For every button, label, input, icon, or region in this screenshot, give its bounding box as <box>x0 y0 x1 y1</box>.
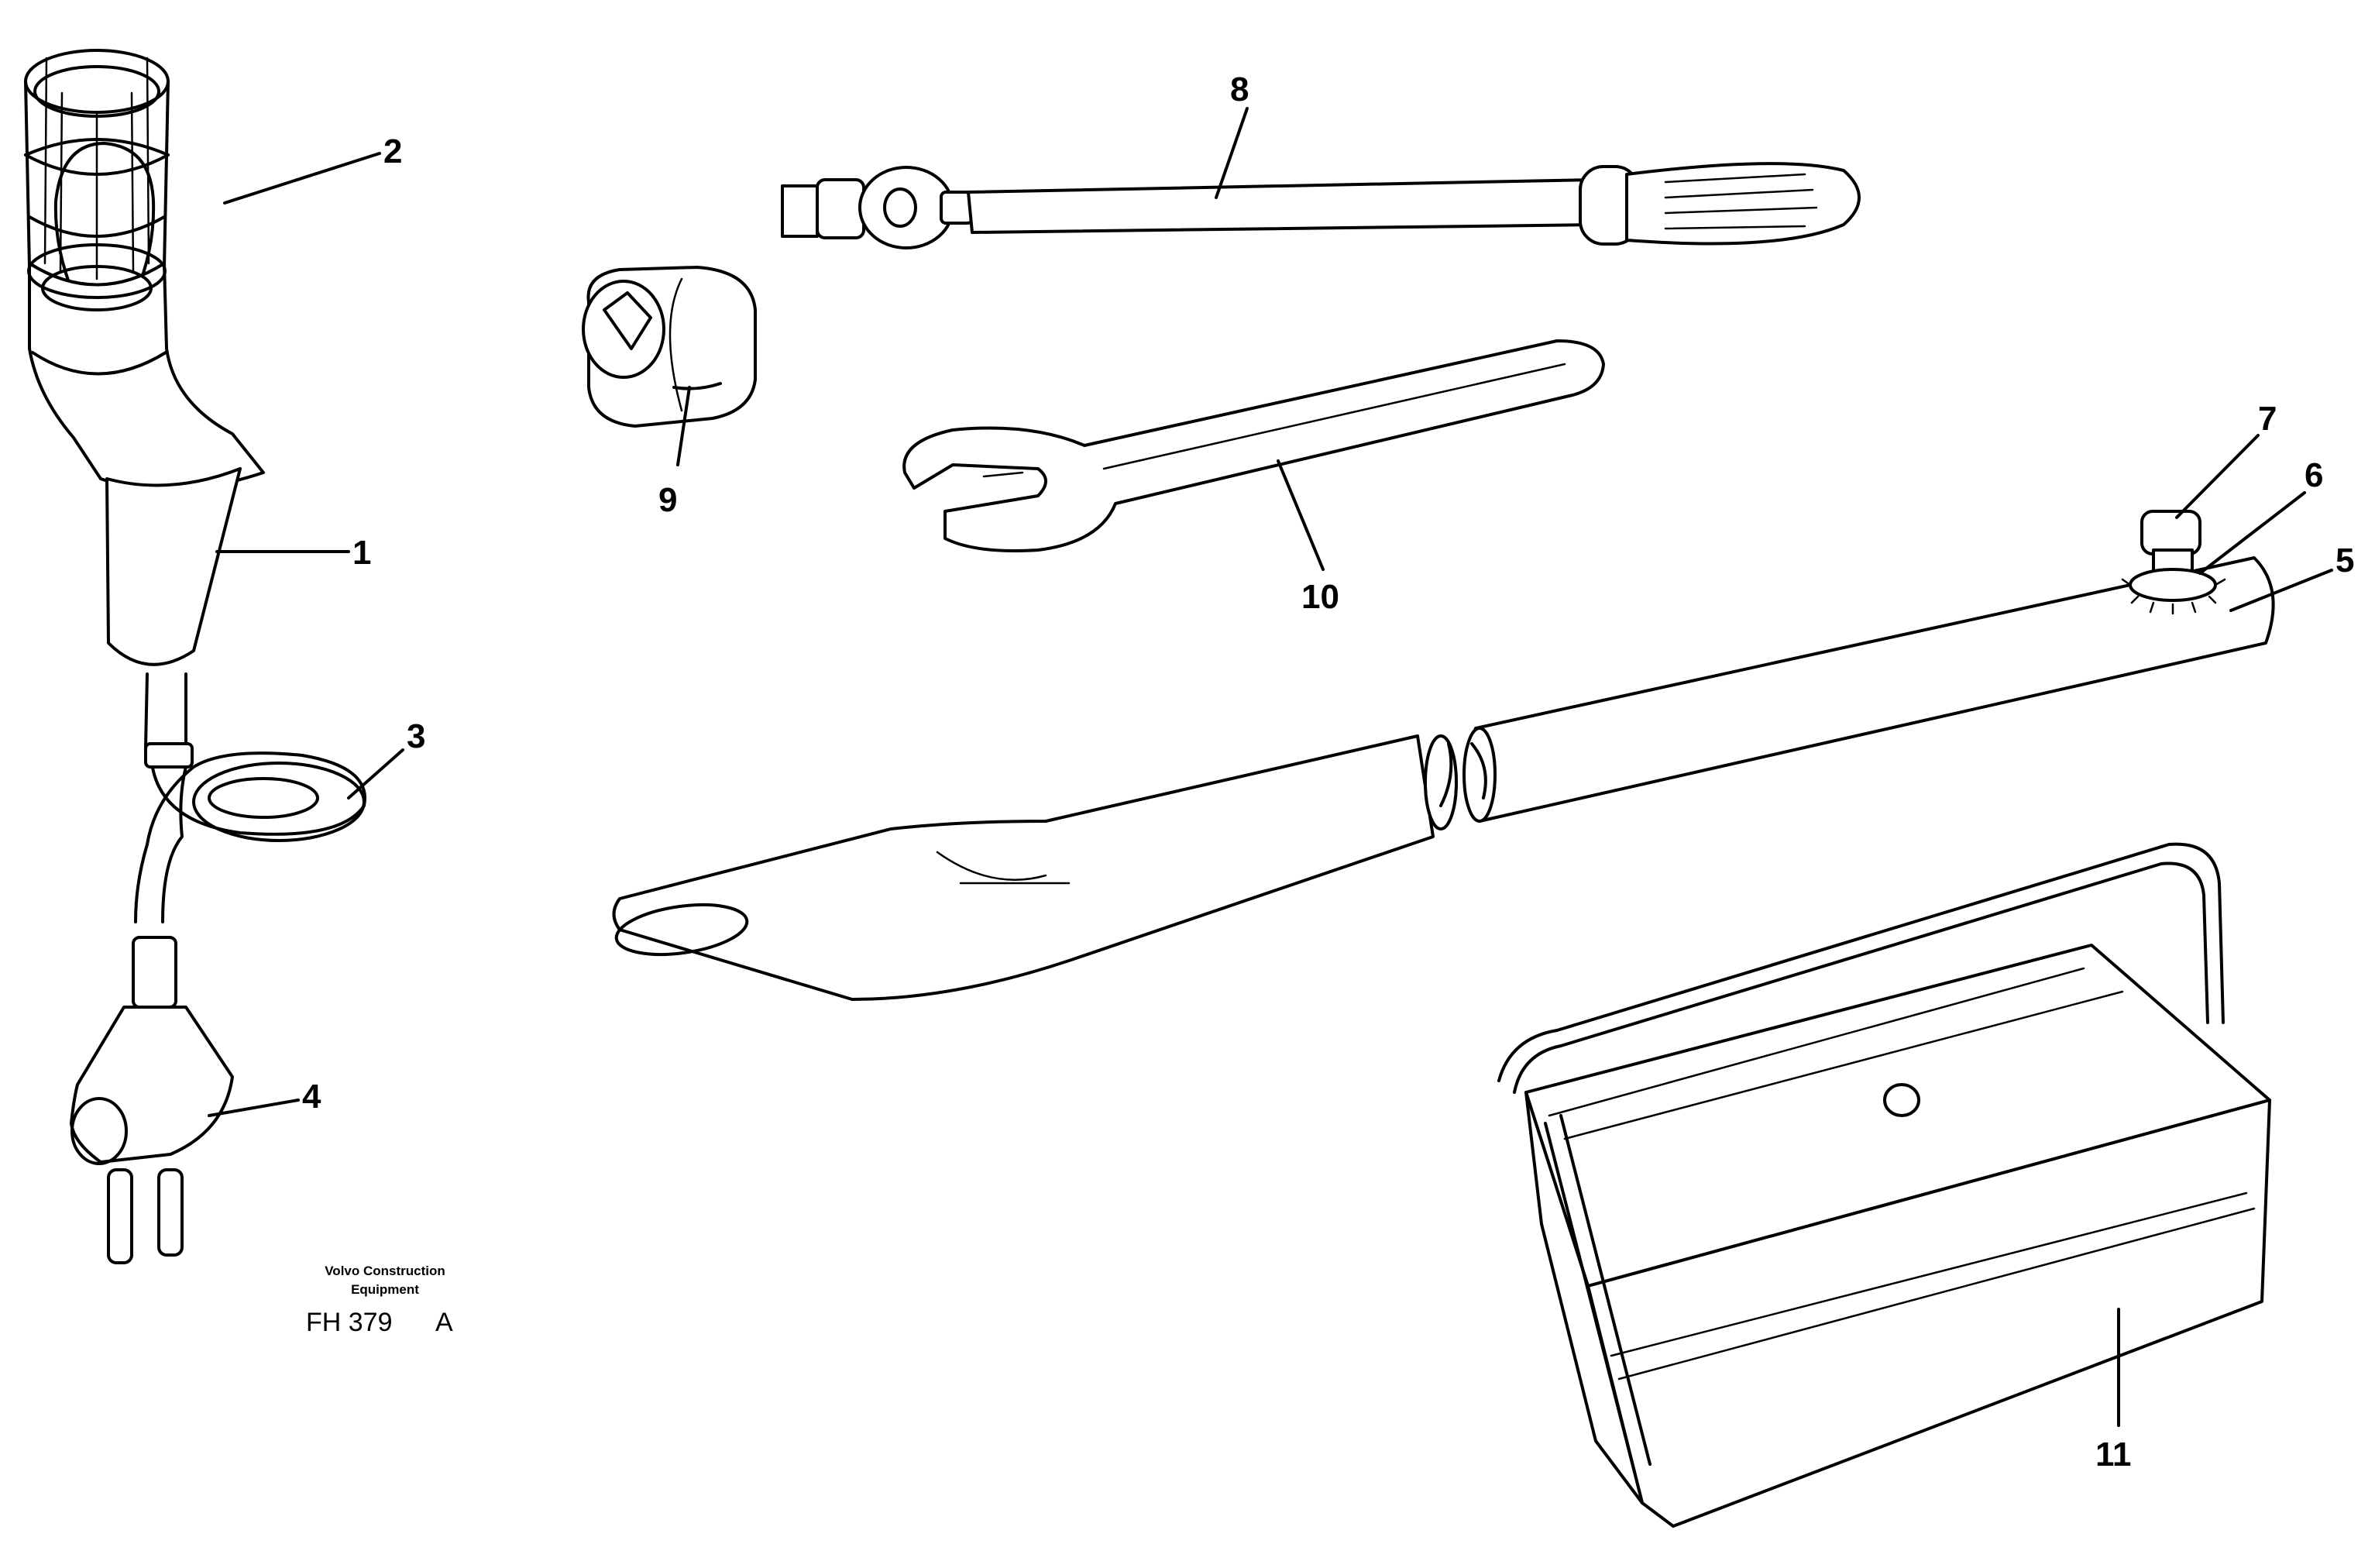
figure-caption: Volvo Construction Equipment FH 379 A <box>306 1264 453 1337</box>
callout-8: 8 <box>1230 70 1249 108</box>
callout-2: 2 <box>383 132 402 170</box>
caption-company-line2: Equipment <box>351 1282 419 1297</box>
callout-6: 6 <box>2305 456 2323 494</box>
lamp-shroud <box>28 262 265 492</box>
callout-11: 11 <box>2095 1436 2132 1473</box>
open-end-wrench <box>902 339 1605 552</box>
lamp-bulb <box>53 142 156 296</box>
callout-9: 9 <box>658 481 677 519</box>
lamp-cable <box>134 672 366 923</box>
leader-lines <box>208 107 2333 1427</box>
callout-10: 10 <box>1301 578 1339 616</box>
lever-bar <box>612 510 2275 1001</box>
callout-5: 5 <box>2335 542 2354 579</box>
lamp-cage <box>24 49 170 280</box>
callout-3: 3 <box>407 717 425 755</box>
figure-revision: A <box>435 1308 453 1337</box>
cable-coil <box>192 762 366 842</box>
figure-id: FH 379 <box>306 1308 393 1337</box>
power-plug <box>70 936 234 1264</box>
inspection-lamp <box>24 49 366 1264</box>
caption-company: Volvo Construction <box>325 1264 445 1278</box>
callout-4: 4 <box>302 1078 321 1116</box>
callout-7: 7 <box>2258 400 2277 438</box>
lamp-handle <box>105 467 242 666</box>
callout-1: 1 <box>352 534 371 572</box>
callout-labels: 1 2 3 4 5 6 7 8 9 10 11 <box>302 70 2354 1473</box>
toolbox <box>1497 842 2271 1528</box>
socket <box>582 266 757 428</box>
ratchet-handle <box>781 162 1861 249</box>
